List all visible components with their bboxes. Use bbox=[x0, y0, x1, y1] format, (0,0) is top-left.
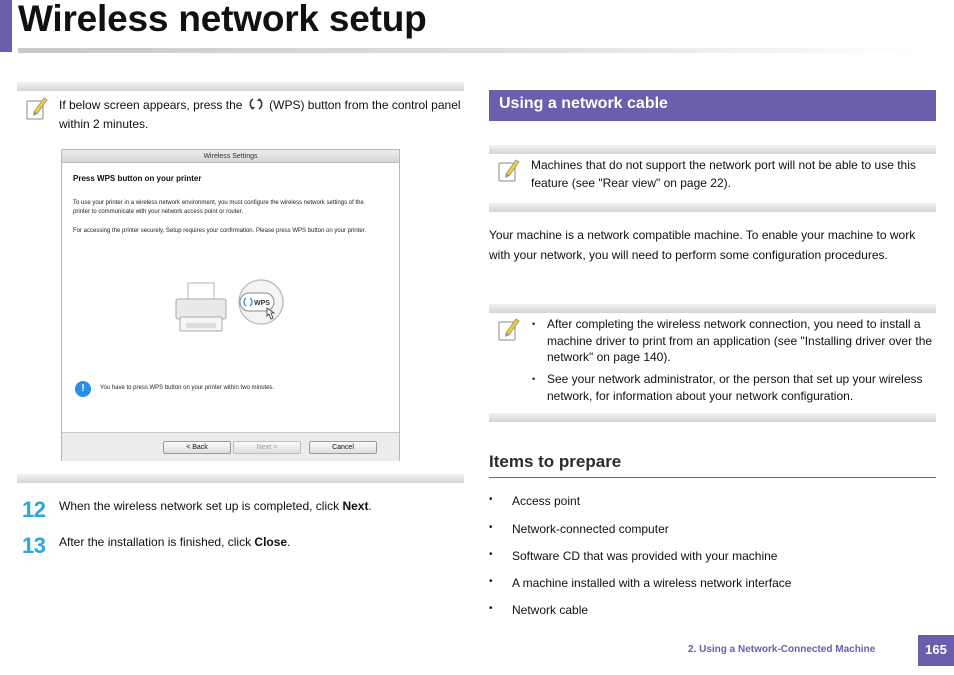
list-item-text: Access point bbox=[512, 494, 581, 508]
tips-note: • After completing the wireless network … bbox=[489, 304, 936, 422]
list-item-text: A machine installed with a wireless netw… bbox=[512, 576, 792, 590]
wps-key-label: WPS bbox=[254, 300, 270, 307]
note-bottom-bar bbox=[489, 413, 936, 422]
items-heading: Items to prepare bbox=[489, 452, 622, 471]
note-top-bar bbox=[17, 82, 464, 91]
wireless-settings-dialog: Wireless Settings Press WPS button on yo… bbox=[61, 149, 400, 461]
page-number-box: 165 bbox=[918, 635, 954, 666]
note-pencil-icon bbox=[498, 159, 520, 182]
step-12-text-main: When the wireless network set up is comp… bbox=[59, 499, 343, 513]
dialog-paragraph-2: For accessing the printer securely, Setu… bbox=[73, 228, 367, 234]
step-12-bold: Next bbox=[342, 499, 369, 513]
note-bottom-bar bbox=[17, 474, 464, 483]
port-note-text: Machines that do not support the network… bbox=[531, 158, 916, 190]
page-number: 165 bbox=[925, 642, 947, 657]
footer-chapter: 2. Using a Network-Connected Machine bbox=[688, 644, 876, 655]
tip-text: See your network administrator, or the p… bbox=[547, 372, 923, 403]
page-title: Wireless network setup bbox=[18, 0, 427, 39]
dialog-footer: < Back Next > Cancel bbox=[62, 432, 399, 461]
section-heading-band: Using a network cable bbox=[489, 90, 936, 121]
title-divider bbox=[18, 48, 918, 53]
note-pencil-icon bbox=[498, 318, 520, 341]
note-top-bar bbox=[489, 145, 936, 154]
bullet: • bbox=[532, 319, 536, 329]
bullet: • bbox=[489, 603, 493, 614]
info-icon: ! bbox=[75, 381, 91, 397]
bullet: • bbox=[489, 522, 493, 533]
step-13-text: After the installation is finished, clic… bbox=[59, 535, 290, 549]
wps-note-text-line2: within 2 minutes. bbox=[59, 117, 149, 131]
dialog-paragraph-1: To use your printer in a wireless networ… bbox=[73, 200, 364, 215]
title-accent-bar bbox=[0, 0, 12, 52]
wps-button-icon bbox=[249, 98, 263, 110]
wps-note-text-after: (WPS) button from the control panel bbox=[269, 98, 461, 112]
dialog-titlebar: Wireless Settings bbox=[62, 150, 399, 163]
dialog-body: Press WPS button on your printer To use … bbox=[62, 163, 399, 432]
step-12-text: When the wireless network set up is comp… bbox=[59, 499, 372, 513]
bullet: • bbox=[532, 374, 536, 384]
section-title: Using a network cable bbox=[499, 95, 668, 112]
wps-note: If below screen appears, press the (WPS)… bbox=[17, 82, 464, 486]
wps-note-text: If below screen appears, press the (WPS)… bbox=[59, 96, 464, 134]
list-item-text: Network cable bbox=[512, 603, 589, 617]
bullet: • bbox=[489, 494, 493, 505]
list-item-text: Software CD that was provided with your … bbox=[512, 549, 778, 563]
note-bottom-bar bbox=[489, 203, 936, 212]
list-item-text: Network-connected computer bbox=[512, 522, 669, 536]
back-button[interactable]: < Back bbox=[163, 441, 231, 454]
body-paragraph: Your machine is a network compatible mac… bbox=[489, 228, 916, 262]
dialog-info-text: You have to press WPS button on your pri… bbox=[100, 385, 275, 391]
step-12-end: . bbox=[368, 499, 372, 513]
step-13-end: . bbox=[287, 535, 291, 549]
note-pencil-icon bbox=[26, 97, 48, 120]
cancel-button[interactable]: Cancel bbox=[309, 441, 377, 454]
note-top-bar bbox=[489, 304, 936, 313]
step-12-number: 12 bbox=[22, 497, 46, 522]
items-divider bbox=[489, 477, 936, 478]
tip-text: After completing the wireless network co… bbox=[547, 317, 933, 364]
bullet: • bbox=[489, 576, 493, 587]
next-button[interactable]: Next > bbox=[233, 441, 301, 454]
printer-illustration: WPS bbox=[175, 279, 284, 332]
step-13-bold: Close bbox=[254, 535, 288, 549]
wps-note-text-before: If below screen appears, press the bbox=[59, 98, 243, 112]
dialog-heading: Press WPS button on your printer bbox=[73, 174, 202, 183]
step-13-number: 13 bbox=[22, 533, 46, 558]
step-13-text-main: After the installation is finished, clic… bbox=[59, 535, 255, 549]
port-note: Machines that do not support the network… bbox=[489, 145, 936, 212]
bullet: • bbox=[489, 549, 493, 560]
